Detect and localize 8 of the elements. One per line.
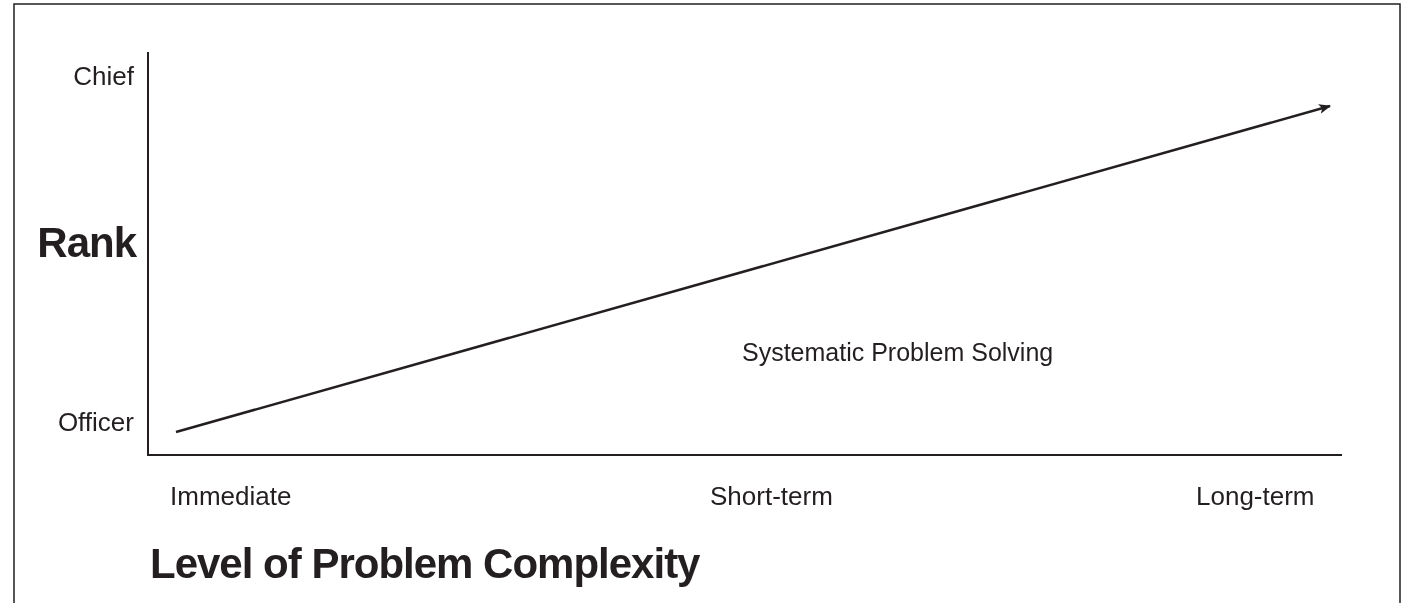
axis-tick-label: Long-term bbox=[1196, 483, 1315, 509]
axis-title: Level of Problem Complexity bbox=[150, 543, 700, 585]
axis-title: Rank bbox=[37, 222, 136, 264]
axis-tick-label: Officer bbox=[57, 409, 134, 435]
curve-label: Systematic Problem Solving bbox=[742, 340, 1054, 365]
axis-tick-label: Chief bbox=[73, 63, 134, 89]
axis-tick-label: Short-term bbox=[710, 483, 833, 509]
axis-tick-label: Immediate bbox=[170, 483, 292, 509]
